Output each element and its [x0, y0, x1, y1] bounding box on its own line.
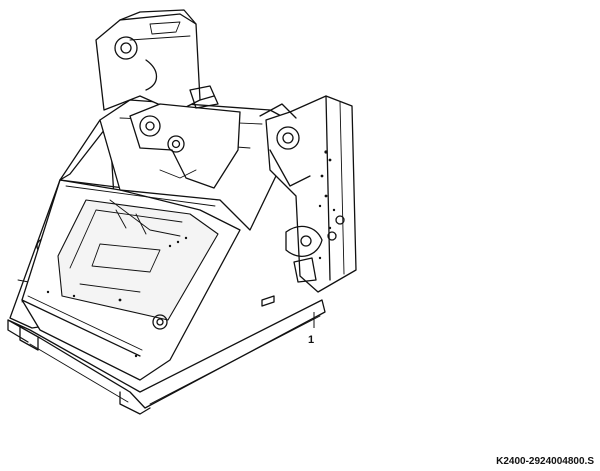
right-side-tower — [259, 95, 357, 293]
base-plate — [7, 299, 326, 415]
lower-right-slot — [261, 295, 275, 307]
center-bracket — [129, 85, 241, 189]
callout-label-1: 1 — [308, 334, 315, 346]
drawing-id-label: K2400-2924004800.S — [496, 456, 594, 467]
left-lift-arm-tower — [95, 9, 201, 113]
front-box-plate — [21, 179, 241, 381]
